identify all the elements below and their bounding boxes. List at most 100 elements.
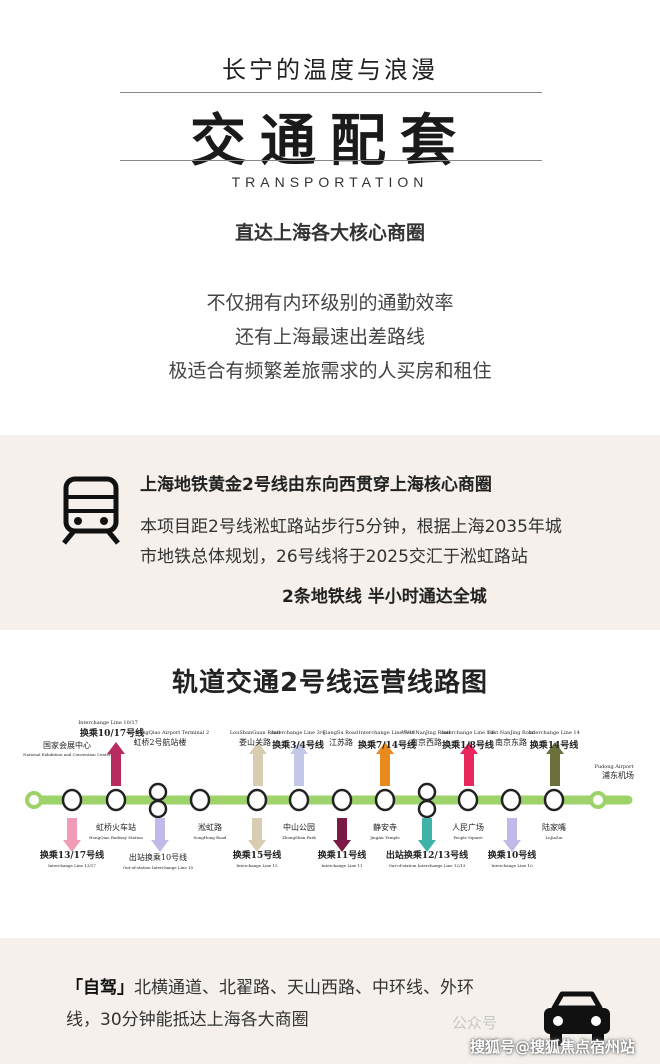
bottom-label-cn: 换乘15号线: [233, 849, 282, 861]
hero-line-1: 不仅拥有内环级别的通勤效率: [206, 292, 454, 314]
interchange-arrow-down: [337, 818, 347, 842]
metro-summary: 2条地铁线 半小时通达全城: [282, 587, 487, 607]
bottom-label-cn: 静安寺: [373, 822, 397, 832]
interchange-arrow-up: [550, 752, 560, 786]
station-marker: [543, 788, 565, 812]
station-name-en: National Exhibition and Convention Cente…: [23, 752, 111, 757]
bottom-label-cn: 换乘13/17号线: [40, 849, 104, 861]
bottom-label-en: HongQiao Railway Station: [89, 835, 143, 840]
station-marker: [374, 788, 396, 812]
interchange-arrow-head: [546, 742, 564, 754]
top-label-en: Pudong Airport: [594, 764, 633, 770]
page-title: 交通配套: [190, 108, 470, 174]
page-title-en: TRANSPORTATION: [231, 174, 429, 190]
section-subtitle: 长宁的温度与浪漫: [222, 56, 438, 84]
top-label-cn: 换乘14号线: [530, 739, 579, 751]
station-name: 江苏路: [329, 737, 353, 747]
interchange-arrow-up: [111, 752, 121, 786]
hero-headline: 直达上海各大核心商圈: [234, 222, 425, 244]
interchange-arrow-head: [249, 742, 267, 754]
route-map-title: 轨道交通2号线运营线路图: [171, 668, 489, 698]
interchange-arrow-down: [252, 818, 262, 842]
interchange-arrow-head: [418, 840, 436, 852]
top-label-en: HongQiao Airport Terminal 2: [135, 730, 209, 736]
bottom-label-cn: 出站换乘12/13号线: [386, 849, 468, 861]
bottom-label-en: Interchange Line 10: [491, 863, 533, 868]
bottom-label-en: Out-of-station Interchange Line 10: [123, 865, 194, 870]
station-name: 南京西路: [410, 737, 442, 747]
station-marker: [105, 788, 127, 812]
top-label-cn: 换乘3/4号线: [272, 739, 324, 751]
top-label-en: Interchange Line 7/14: [359, 730, 415, 736]
bottom-label-cn: 淞虹路: [198, 822, 222, 832]
hero-section: [0, 0, 660, 430]
interchange-arrow-head: [503, 840, 521, 852]
top-label-en: West NanJing Road: [401, 730, 451, 736]
station-marker: [61, 788, 83, 812]
bottom-label-en: Out-of-station Interchange Line 12/13: [389, 863, 466, 868]
interchange-arrow-up: [253, 752, 263, 786]
metro-headline: 上海地铁黄金2号线由东向西贯穿上海核心商圈: [140, 475, 492, 495]
bottom-label-en: Interchange Line 11: [321, 863, 362, 868]
station-marker: [288, 788, 310, 812]
bottom-label-en: People Square: [453, 835, 483, 840]
station-marker: [189, 788, 211, 812]
bottom-label-en: JingAn Temple: [369, 835, 400, 840]
bottom-label-en: SongHong Road: [194, 835, 227, 840]
driving-tag: 「自驾」: [66, 978, 134, 998]
bottom-label-cn: 换乘11号线: [318, 849, 367, 861]
driving-text-line-1: 北横通道、北翟路、天山西路、中环线、外环: [134, 978, 474, 998]
terminal-station-west: [25, 791, 43, 809]
car-icon: [544, 991, 610, 1046]
station-name: 浦东机场: [602, 770, 634, 780]
top-label-en: LouShanGuan Road: [230, 730, 281, 736]
station-marker: [331, 788, 353, 812]
station-marker: [417, 782, 437, 802]
subway-train-icon: [62, 476, 120, 545]
interchange-arrow-up: [294, 752, 304, 786]
station-marker: [417, 799, 437, 819]
terminal-station-pudong: [589, 791, 607, 809]
interchange-arrow-head: [63, 840, 81, 852]
top-label-cn: 换乘10/17号线: [80, 727, 144, 739]
top-label-en: Interchange Line 14: [528, 730, 580, 736]
interchange-arrow-head: [376, 742, 394, 754]
top-label-cn: 换乘7/14号线: [358, 739, 416, 751]
bottom-label-en: LuJiaZui: [545, 835, 563, 840]
bottom-label-cn: 出站换乘10号线: [129, 852, 187, 862]
interchange-arrow-head: [151, 840, 169, 852]
station-marker: [148, 799, 168, 819]
bottom-label-cn: 人民广场: [452, 822, 484, 832]
bottom-label-en: Interchange Line 15: [236, 863, 278, 868]
sohu-watermark: 搜狐号@搜狐焦点宿州站: [470, 1038, 636, 1056]
top-label-en: Interchange Line 3/4: [271, 730, 324, 736]
driving-text-line-2: 线，30分钟能抵达上海各大商圈: [66, 1010, 309, 1030]
station-marker: [246, 788, 268, 812]
bottom-label-en: ZhongShan Park: [282, 835, 316, 840]
interchange-arrow-head: [107, 742, 125, 754]
top-label-en: JiangSu Road: [323, 730, 359, 736]
interchange-arrow-down: [422, 818, 432, 842]
metro-body-line-1: 本项目距2号线淞虹路站步行5分钟，根据上海2035年城: [140, 517, 562, 537]
top-label-en: Interchange Line 1/8: [441, 730, 494, 736]
station-name: 娄山关路: [239, 737, 271, 747]
interchange-arrow-down: [67, 818, 77, 842]
station-marker: [148, 782, 168, 802]
bottom-label-cn: 中山公园: [283, 822, 315, 832]
interchange-arrow-head: [290, 742, 308, 754]
station-name: 国家会展中心: [43, 740, 91, 750]
hero-line-3: 极适合有频繁差旅需求的人买房和租住: [168, 360, 492, 382]
title-rule-bottom: [120, 160, 542, 161]
interchange-arrow-head: [248, 840, 266, 852]
top-label-en: Interchange Line 10/17: [78, 720, 138, 726]
top-label-en: East NanJing Road: [487, 730, 536, 736]
bottom-label-cn: 陆家嘴: [542, 822, 566, 832]
metro-body-line-2: 市地铁总体规划，26号线将于2025交汇于淞虹路站: [140, 547, 528, 567]
interchange-arrow-down: [155, 818, 165, 842]
interchange-arrow-down: [507, 818, 517, 842]
driving-text: 「自驾」北横通道、北翟路、天山西路、中环线、外环 线，30分钟能抵达上海各大商圈: [66, 972, 536, 1036]
wechat-watermark: 公众号: [452, 1014, 498, 1032]
bottom-label-cn: 虹桥火车站: [96, 822, 136, 832]
interchange-arrow-up: [464, 752, 474, 786]
